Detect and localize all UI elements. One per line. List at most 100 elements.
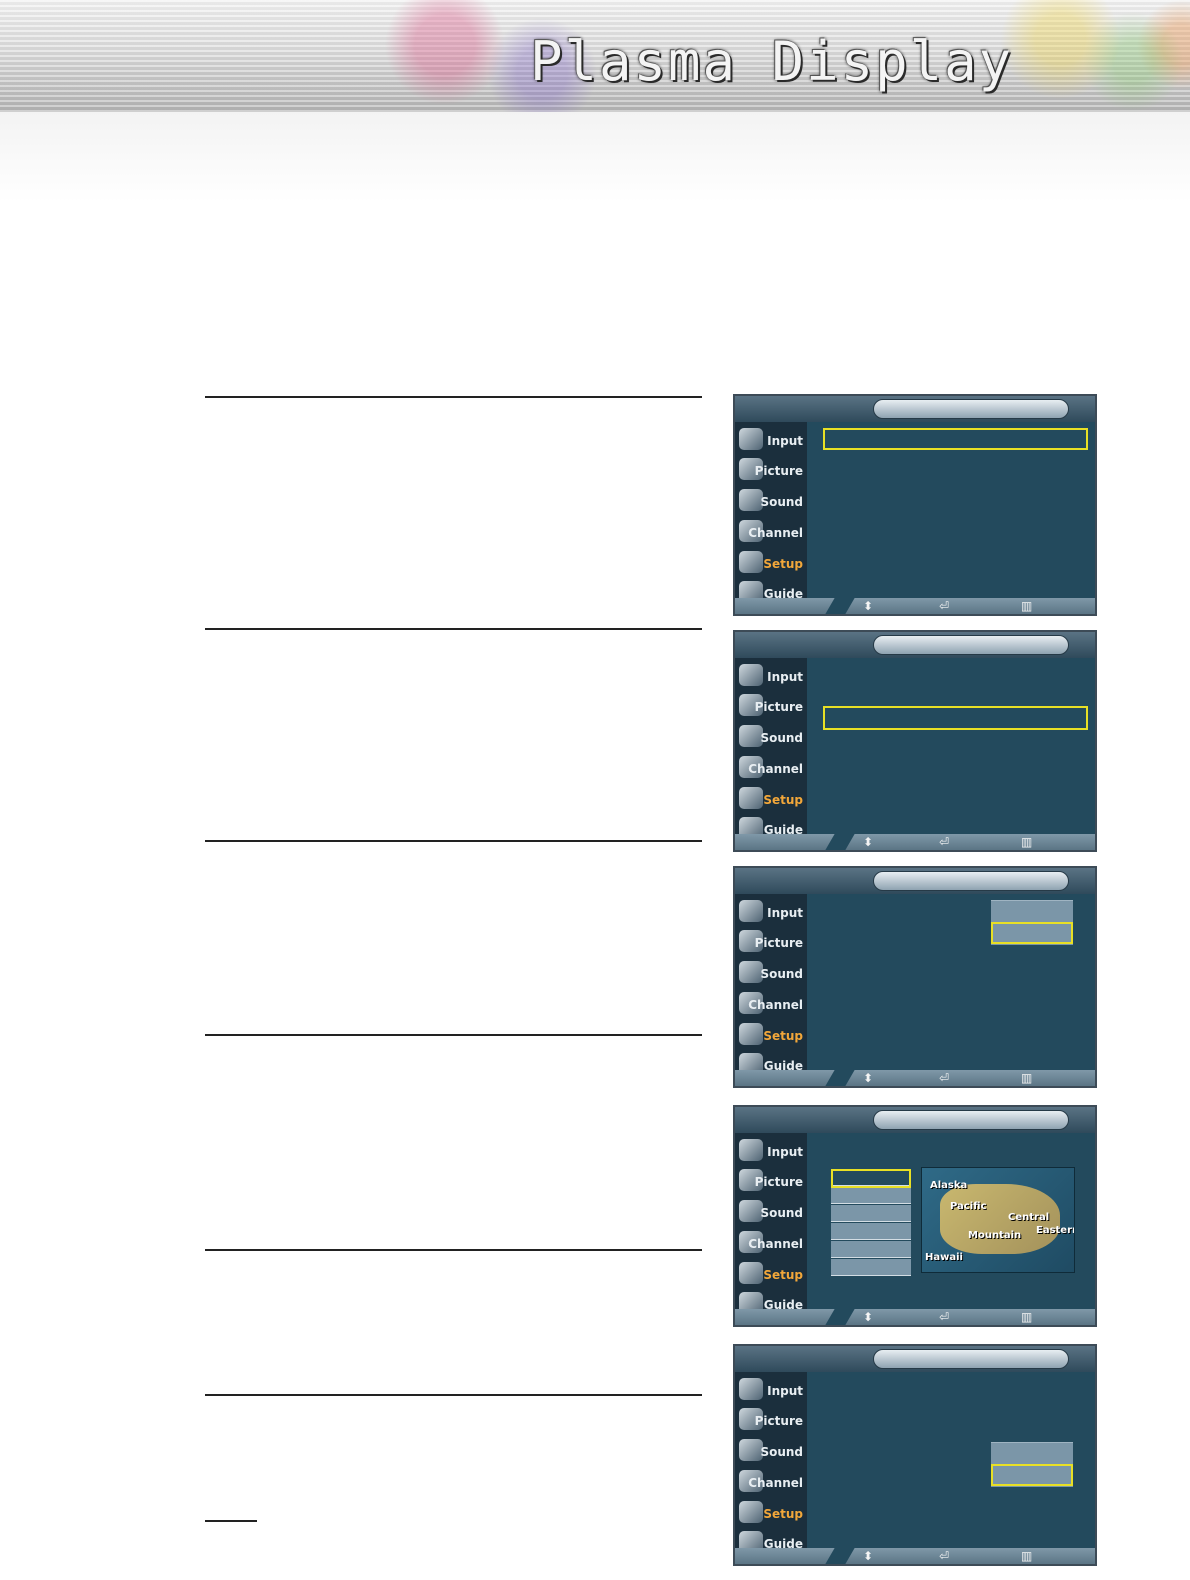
picture-icon bbox=[739, 1169, 763, 1191]
setup-icon bbox=[739, 1023, 763, 1045]
input-icon bbox=[739, 664, 763, 686]
menu-item-picture[interactable]: Picture bbox=[737, 928, 807, 956]
timezone-list-item[interactable] bbox=[831, 1187, 911, 1204]
guide-icon bbox=[739, 1292, 763, 1314]
channel-icon bbox=[739, 756, 763, 778]
page-title: Plasma Display bbox=[530, 30, 1014, 93]
selection-highlight[interactable] bbox=[823, 428, 1088, 450]
menu-item-channel[interactable]: Channel bbox=[737, 1468, 807, 1496]
timezone-list-item[interactable] bbox=[831, 1223, 911, 1240]
menu-item-setup[interactable]: Setup bbox=[737, 785, 807, 813]
menu-item-guide[interactable]: Guide bbox=[737, 1051, 807, 1079]
setup-icon bbox=[739, 1262, 763, 1284]
banner-circuit-graphic bbox=[380, 0, 1190, 112]
channel-icon bbox=[739, 520, 763, 542]
menu-item-picture[interactable]: Picture bbox=[737, 1406, 807, 1434]
osd-nav-bar: ⬍ ⏎ ▥ bbox=[735, 598, 1095, 614]
osd-title-pill bbox=[873, 871, 1069, 891]
menu-item-input[interactable]: Input bbox=[737, 662, 807, 690]
menu-item-sound[interactable]: Sound bbox=[737, 1198, 807, 1226]
menu-item-guide[interactable]: Guide bbox=[737, 1290, 807, 1318]
option-box[interactable] bbox=[991, 1442, 1073, 1465]
osd-screen-1: Input Picture Sound Channel Setup Guide … bbox=[733, 394, 1097, 616]
section-rule bbox=[205, 1249, 702, 1251]
menu-item-setup[interactable]: Setup bbox=[737, 1260, 807, 1288]
picture-icon bbox=[739, 1408, 763, 1430]
updown-arrow-icon: ⬍ bbox=[863, 1071, 874, 1085]
selection-highlight[interactable] bbox=[991, 1464, 1073, 1486]
menu-item-input[interactable]: Input bbox=[737, 1137, 807, 1165]
menu-return-icon: ▥ bbox=[1021, 599, 1033, 613]
menu-item-setup[interactable]: Setup bbox=[737, 1499, 807, 1527]
menu-item-guide[interactable]: Guide bbox=[737, 1529, 807, 1557]
menu-return-icon: ▥ bbox=[1021, 1549, 1033, 1563]
enter-icon: ⏎ bbox=[939, 1310, 950, 1324]
setup-icon bbox=[739, 787, 763, 809]
menu-item-guide[interactable]: Guide bbox=[737, 579, 807, 607]
picture-icon bbox=[739, 930, 763, 952]
menu-return-icon: ▥ bbox=[1021, 1310, 1033, 1324]
menu-item-input[interactable]: Input bbox=[737, 1376, 807, 1404]
input-icon bbox=[739, 1139, 763, 1161]
menu-item-picture[interactable]: Picture bbox=[737, 456, 807, 484]
osd-title-pill bbox=[873, 1110, 1069, 1130]
timezone-list-item[interactable] bbox=[831, 1169, 911, 1186]
selection-highlight[interactable] bbox=[991, 922, 1073, 944]
menu-item-picture[interactable]: Picture bbox=[737, 1167, 807, 1195]
osd-title-pill bbox=[873, 635, 1069, 655]
menu-item-channel[interactable]: Channel bbox=[737, 518, 807, 546]
osd-title-bar bbox=[735, 632, 1095, 658]
menu-item-channel[interactable]: Channel bbox=[737, 1229, 807, 1257]
section-rule bbox=[205, 396, 702, 398]
channel-icon bbox=[739, 1470, 763, 1492]
menu-item-input[interactable]: Input bbox=[737, 426, 807, 454]
menu-item-setup[interactable]: Setup bbox=[737, 1021, 807, 1049]
osd-screen-4: Input Picture Sound Channel Setup Guide … bbox=[733, 1105, 1097, 1327]
osd-screen-2: Input Picture Sound Channel Setup Guide … bbox=[733, 630, 1097, 852]
sound-icon bbox=[739, 1439, 763, 1461]
sound-icon bbox=[739, 961, 763, 983]
menu-item-channel[interactable]: Channel bbox=[737, 754, 807, 782]
timezone-list-item[interactable] bbox=[831, 1241, 911, 1258]
usa-landmass bbox=[940, 1184, 1060, 1254]
selection-highlight[interactable] bbox=[831, 1169, 911, 1188]
channel-icon bbox=[739, 1231, 763, 1253]
menu-item-sound[interactable]: Sound bbox=[737, 1437, 807, 1465]
menu-item-input[interactable]: Input bbox=[737, 898, 807, 926]
guide-icon bbox=[739, 1531, 763, 1553]
setup-icon bbox=[739, 551, 763, 573]
channel-icon bbox=[739, 992, 763, 1014]
osd-title-bar bbox=[735, 1346, 1095, 1372]
menu-item-picture[interactable]: Picture bbox=[737, 692, 807, 720]
note-rule bbox=[205, 1520, 257, 1522]
menu-item-channel[interactable]: Channel bbox=[737, 990, 807, 1018]
osd-nav-bar: ⬍ ⏎ ▥ bbox=[735, 1070, 1095, 1086]
osd-screen-5: Input Picture Sound Channel Setup Guide … bbox=[733, 1344, 1097, 1566]
input-icon bbox=[739, 428, 763, 450]
updown-arrow-icon: ⬍ bbox=[863, 1310, 874, 1324]
picture-icon bbox=[739, 458, 763, 480]
menu-item-sound[interactable]: Sound bbox=[737, 959, 807, 987]
timezone-list-item[interactable] bbox=[831, 1205, 911, 1222]
selection-highlight[interactable] bbox=[823, 706, 1088, 730]
menu-item-sound[interactable]: Sound bbox=[737, 723, 807, 751]
guide-icon bbox=[739, 817, 763, 839]
osd-title-bar bbox=[735, 396, 1095, 422]
section-rule bbox=[205, 840, 702, 842]
setup-icon bbox=[739, 1501, 763, 1523]
osd-title-bar bbox=[735, 1107, 1095, 1133]
sound-icon bbox=[739, 1200, 763, 1222]
osd-title-pill bbox=[873, 399, 1069, 419]
picture-icon bbox=[739, 694, 763, 716]
menu-return-icon: ▥ bbox=[1021, 835, 1033, 849]
updown-arrow-icon: ⬍ bbox=[863, 1549, 874, 1563]
osd-nav-bar: ⬍ ⏎ ▥ bbox=[735, 1309, 1095, 1325]
timezone-list-item[interactable] bbox=[831, 1259, 911, 1276]
menu-item-guide[interactable]: Guide bbox=[737, 815, 807, 843]
option-box[interactable] bbox=[991, 900, 1073, 923]
updown-arrow-icon: ⬍ bbox=[863, 599, 874, 613]
guide-icon bbox=[739, 1053, 763, 1075]
menu-item-setup[interactable]: Setup bbox=[737, 549, 807, 577]
menu-item-sound[interactable]: Sound bbox=[737, 487, 807, 515]
menu-return-icon: ▥ bbox=[1021, 1071, 1033, 1085]
